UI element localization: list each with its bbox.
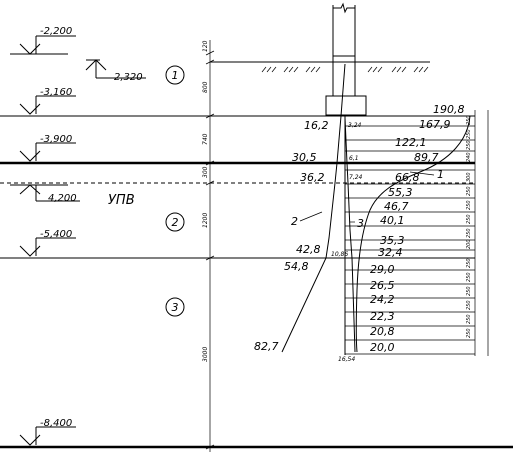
level-marker-3160: -3,160 bbox=[19, 87, 76, 115]
level-marker-3900: -3,900 bbox=[19, 134, 76, 162]
svg-text:250: 250 bbox=[466, 286, 472, 296]
additional-stress-curve bbox=[355, 115, 471, 353]
svg-text:22,3: 22,3 bbox=[370, 310, 395, 323]
level-marker-4200: 4,200 bbox=[10, 184, 80, 204]
svg-text:250: 250 bbox=[466, 200, 472, 210]
dimension-ticks bbox=[205, 50, 215, 450]
svg-text:200: 200 bbox=[466, 239, 472, 249]
level-marker-8400: -8,400 bbox=[19, 418, 76, 446]
layer-number-3: 3 bbox=[165, 297, 185, 317]
svg-text:250: 250 bbox=[466, 228, 472, 238]
svg-text:40,1: 40,1 bbox=[380, 214, 405, 227]
svg-text:190,8: 190,8 bbox=[433, 103, 465, 116]
svg-text:89,7: 89,7 bbox=[414, 151, 439, 164]
curve-label-1: 1 bbox=[409, 168, 444, 181]
stress-values-small: 3,24 6,1 7,24 10,86 16,54 bbox=[331, 122, 363, 363]
svg-text:300: 300 bbox=[466, 172, 472, 182]
svg-text:16,2: 16,2 bbox=[304, 119, 329, 132]
svg-text:42,8: 42,8 bbox=[296, 243, 321, 256]
svg-text:2,320: 2,320 bbox=[114, 72, 143, 83]
svg-text:55,3: 55,3 bbox=[388, 186, 413, 199]
svg-text:250: 250 bbox=[466, 314, 472, 324]
svg-text:36,2: 36,2 bbox=[300, 171, 325, 184]
svg-text:24,2: 24,2 bbox=[370, 293, 395, 306]
svg-text:29,0: 29,0 bbox=[370, 263, 395, 276]
svg-text:10,86: 10,86 bbox=[331, 251, 348, 258]
svg-text:82,7: 82,7 bbox=[254, 340, 279, 353]
svg-text:16,54: 16,54 bbox=[338, 356, 355, 363]
svg-text:-3,900: -3,900 bbox=[40, 134, 72, 145]
dim-label: 120 bbox=[202, 40, 209, 52]
svg-text:3: 3 bbox=[357, 217, 364, 230]
curve-label-2: 2 bbox=[291, 211, 323, 228]
right-dimension-axis bbox=[474, 110, 489, 356]
svg-text:46,7: 46,7 bbox=[384, 200, 409, 213]
svg-text:7,24: 7,24 bbox=[349, 174, 363, 181]
dim-label: 1200 bbox=[202, 213, 209, 228]
layer-number-2: 2 bbox=[165, 212, 185, 232]
svg-text:20,8: 20,8 bbox=[370, 325, 395, 338]
dim-label: 740 bbox=[202, 133, 209, 145]
natural-stress-curve bbox=[281, 63, 346, 353]
dim-label: 3000 bbox=[202, 347, 209, 362]
svg-text:30,5: 30,5 bbox=[292, 151, 317, 164]
foundation bbox=[325, 2, 367, 116]
svg-text:3: 3 bbox=[172, 301, 179, 314]
svg-text:250: 250 bbox=[466, 115, 472, 125]
svg-text:122,1: 122,1 bbox=[395, 136, 427, 149]
svg-text:250: 250 bbox=[466, 300, 472, 310]
svg-text:250: 250 bbox=[466, 140, 472, 150]
svg-text:250: 250 bbox=[466, 258, 472, 268]
stress-values-left: 16,2 30,5 36,2 42,8 54,8 82,7 bbox=[254, 119, 329, 353]
svg-text:20,0: 20,0 bbox=[370, 341, 395, 354]
svg-text:250: 250 bbox=[466, 214, 472, 224]
svg-text:-3,160: -3,160 bbox=[40, 87, 72, 98]
dim-label: 300 bbox=[202, 166, 209, 178]
svg-text:250: 250 bbox=[466, 272, 472, 282]
svg-text:167,9: 167,9 bbox=[419, 118, 451, 131]
svg-text:250: 250 bbox=[466, 328, 472, 338]
svg-text:66,8: 66,8 bbox=[395, 171, 420, 184]
svg-text:4,200: 4,200 bbox=[48, 193, 77, 204]
level-marker-2320: 2,320 bbox=[85, 59, 146, 83]
svg-text:1: 1 bbox=[172, 69, 179, 82]
svg-text:1: 1 bbox=[437, 168, 444, 181]
dim-label: 800 bbox=[202, 81, 209, 93]
level-marker-2200: -2,200 bbox=[10, 26, 76, 55]
stress-ordinates bbox=[345, 125, 475, 355]
groundwater-label: УПВ bbox=[108, 193, 135, 208]
svg-text:3,24: 3,24 bbox=[348, 122, 362, 129]
svg-text:2: 2 bbox=[172, 216, 179, 229]
svg-text:32,4: 32,4 bbox=[378, 246, 403, 259]
stress-values-right: 190,8 167,9 122,1 89,7 66,8 55,3 46,7 40… bbox=[370, 103, 465, 354]
svg-text:-2,200: -2,200 bbox=[40, 26, 72, 37]
svg-text:250: 250 bbox=[466, 186, 472, 196]
layer-number-1: 1 bbox=[165, 65, 185, 85]
level-marker-5400: -5,400 bbox=[19, 229, 76, 257]
svg-text:240: 240 bbox=[466, 152, 472, 162]
svg-text:6,1: 6,1 bbox=[349, 155, 359, 162]
svg-text:26,5: 26,5 bbox=[370, 279, 395, 292]
limit-stress-curve bbox=[344, 117, 356, 353]
svg-text:-8,400: -8,400 bbox=[40, 418, 72, 429]
svg-text:-5,400: -5,400 bbox=[40, 229, 72, 240]
svg-text:54,8: 54,8 bbox=[284, 260, 309, 273]
ground-hatching bbox=[261, 66, 429, 73]
curve-label-3: 3 bbox=[350, 217, 364, 230]
right-dimension-labels: 250 250 250 240 300 250 250 250 250 200 … bbox=[466, 115, 472, 338]
svg-text:2: 2 bbox=[291, 215, 298, 228]
dimension-labels: 120 800 740 300 1200 3000 bbox=[202, 40, 209, 362]
svg-text:250: 250 bbox=[466, 129, 472, 139]
svg-text:35,3: 35,3 bbox=[380, 234, 405, 247]
